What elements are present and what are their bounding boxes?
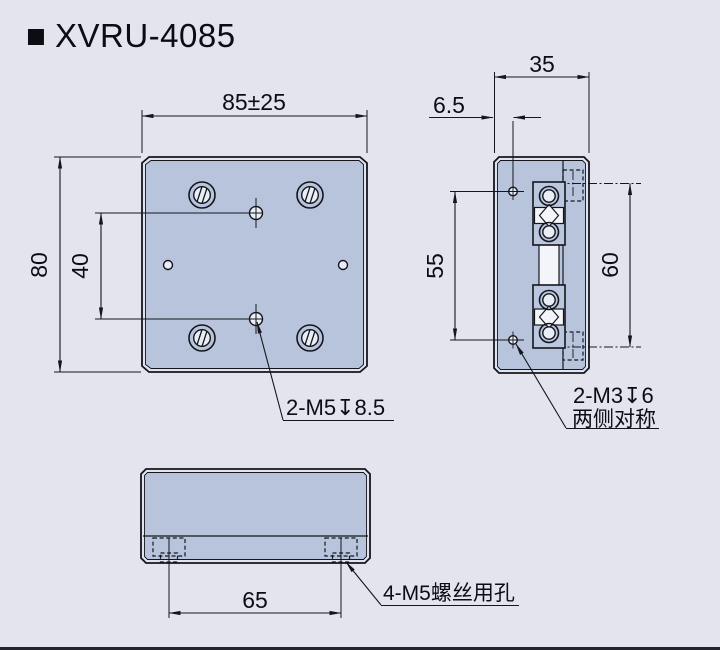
clamp-block-bottom — [532, 284, 566, 349]
screw-head — [188, 324, 216, 352]
callout-m3-note: 两侧对称 — [572, 408, 656, 431]
bottom-view: 65 4-M5螺丝用孔 — [140, 468, 519, 618]
screw-head — [296, 181, 324, 209]
dim-label-35: 35 — [529, 51, 555, 77]
dim-label-6-5: 6.5 — [433, 92, 465, 118]
pin-hole — [162, 259, 174, 271]
page-bottom-divider — [0, 647, 720, 650]
page-title: XVRU-4085 — [55, 17, 236, 54]
dimension-slot-60: 60 — [597, 183, 633, 348]
dimension-width-85: 85±25 — [141, 89, 368, 153]
dim-label-55: 55 — [422, 253, 448, 279]
dim-label-85: 85±25 — [222, 89, 286, 115]
clamp-block-top — [532, 181, 566, 246]
title: ■ XVRU-4085 — [26, 17, 236, 54]
screw-head — [296, 324, 324, 352]
dim-label-80: 80 — [26, 252, 52, 278]
dim-label-65: 65 — [242, 587, 268, 613]
front-view: 85±25 80 40 2-M5↧8.5 — [26, 89, 394, 422]
callout-4m5: 4-M5螺丝用孔 — [345, 561, 519, 607]
dimension-spacing-40: 40 — [67, 212, 262, 320]
dimension-height-80: 80 — [26, 156, 141, 373]
front-plate-face — [145, 160, 364, 369]
side-view: 35 6.5 55 60 2-M3↧6 两侧对称 — [422, 51, 659, 431]
dimension-spacing-65: 65 — [168, 538, 342, 618]
callout-4m5-label: 4-M5螺丝用孔 — [383, 582, 515, 605]
dimension-spacing-55: 55 — [422, 191, 524, 341]
dimension-depth-35: 35 — [494, 51, 590, 153]
bottom-body-face — [144, 472, 367, 560]
callout-m5: 2-M5↧8.5 — [256, 321, 394, 422]
dim-label-40: 40 — [67, 253, 93, 279]
callout-m3-label: 2-M3↧6 — [573, 383, 654, 408]
pin-hole — [337, 259, 349, 271]
title-square-icon: ■ — [26, 17, 46, 54]
dim-label-60: 60 — [597, 252, 623, 278]
dimension-offset-6-5: 6.5 — [429, 92, 541, 187]
slot-strip — [538, 243, 560, 289]
screw-head — [188, 181, 216, 209]
callout-m3: 2-M3↧6 两侧对称 — [515, 343, 659, 431]
callout-m5-label: 2-M5↧8.5 — [286, 395, 385, 420]
